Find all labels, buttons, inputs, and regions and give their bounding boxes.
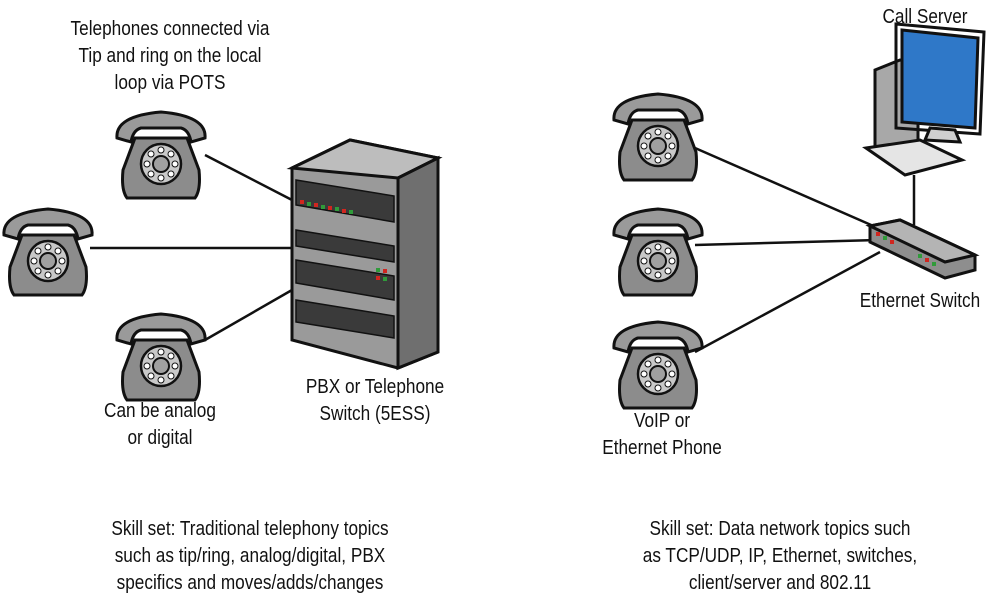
connection-lines: [90, 146, 916, 354]
rotary-phone-icon: [612, 207, 704, 297]
label-pots-phones: Telephones connected via Tip and ring on…: [70, 18, 270, 94]
label-call-server: Call Server: [882, 6, 968, 28]
label-analog-digital: Can be analog or digital: [104, 400, 216, 449]
rotary-phone-icon: [612, 92, 704, 182]
desktop-computer-icon: [862, 22, 986, 177]
label-ethernet-switch: Ethernet Switch: [859, 290, 981, 312]
label-pbx: PBX or Telephone Switch (5ESS): [305, 376, 445, 425]
ethernet-switch-icon: [865, 218, 980, 280]
rotary-phone-icon: [612, 320, 704, 410]
pbx-rack-icon: [286, 138, 443, 371]
label-left-skill-set: Skill set: Traditional telephony topics …: [111, 518, 389, 594]
label-voip-phone: VoIP or Ethernet Phone: [602, 410, 722, 459]
rotary-phone-icon: [115, 110, 207, 200]
rotary-phone-icon: [2, 207, 94, 297]
rotary-phone-icon: [115, 312, 207, 402]
label-right-skill-set: Skill set: Data network topics such as T…: [642, 518, 918, 594]
